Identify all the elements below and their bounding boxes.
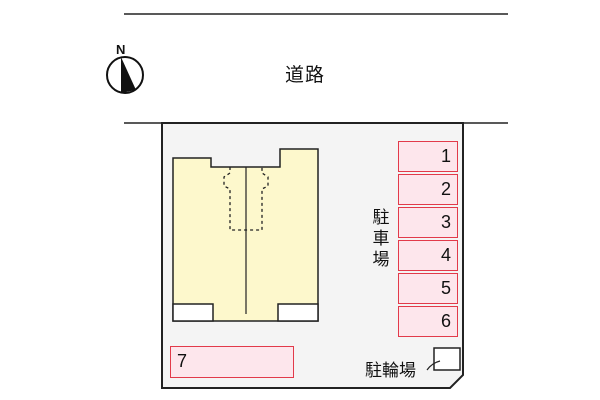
parking-slot-2: 2 <box>398 174 458 205</box>
parking-slot-7: 7 <box>170 346 294 378</box>
parking-slot-5: 5 <box>398 273 458 304</box>
parking-slot-3: 3 <box>398 207 458 238</box>
parking-label: 駐車場 <box>372 208 390 270</box>
building <box>172 148 319 322</box>
parking-slot-1: 1 <box>398 141 458 172</box>
north-arrow-icon: N <box>106 42 144 94</box>
svg-text:N: N <box>116 42 125 57</box>
leader-line <box>426 360 441 371</box>
parking-slot-4: 4 <box>398 240 458 271</box>
road-label: 道路 <box>285 64 326 86</box>
bicycle-parking-area <box>433 347 461 371</box>
parking-slot-6: 6 <box>398 306 458 337</box>
bicycle-parking-label: 駐輪場 <box>365 361 416 381</box>
